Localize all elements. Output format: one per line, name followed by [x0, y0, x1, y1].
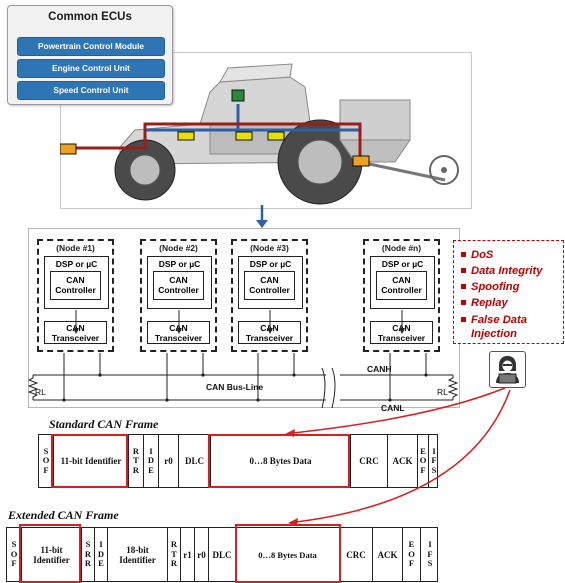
field-ack: ACK [373, 528, 403, 581]
field-crc: CRC [340, 528, 373, 581]
attack-item-spoofing: Spoofing [461, 281, 519, 293]
attack-item-data-integrity: Data Integrity [461, 265, 543, 277]
field-18bit-identifier: 18-bit Identifier [108, 528, 168, 581]
field-11bit-identifier: 11-bit Identifier [54, 435, 129, 487]
field-data: 0…8 Bytes Data [236, 528, 340, 581]
field-r0: r0 [195, 528, 209, 581]
attack-arrowhead-extended [288, 518, 298, 526]
ecu-item-powertrain[interactable]: Powertrain Control Module [17, 37, 165, 56]
attack-list: DoS Data Integrity Spoofing Replay False… [453, 240, 564, 344]
attack-item-dos: DoS [461, 249, 493, 261]
field-ack: ACK [388, 435, 418, 487]
field-r0: r0 [159, 435, 179, 487]
field-data: 0…8 Bytes Data [211, 435, 351, 487]
attack-item-replay: Replay [461, 297, 508, 309]
extended-frame-title: Extended CAN Frame [8, 508, 119, 523]
field-crc: CRC [351, 435, 388, 487]
field-11bit-identifier: 11-bit Identifier [22, 528, 82, 581]
can-bus-wiring [28, 228, 458, 418]
down-arrow-head [256, 220, 268, 228]
attack-item-false-data-injection: False Data Injection [461, 313, 565, 341]
field-r1: r1 [181, 528, 195, 581]
hacker-icon [489, 351, 526, 388]
ecu-panel-title: Common ECUs [8, 11, 172, 23]
field-dlc: DLC [179, 435, 211, 487]
ecu-item-speed[interactable]: Speed Control Unit [17, 81, 165, 100]
standard-frame-title: Standard CAN Frame [49, 417, 158, 432]
common-ecus-panel: Common ECUs Powertrain Control Module En… [7, 5, 173, 105]
field-dlc: DLC [209, 528, 236, 581]
ecu-item-engine[interactable]: Engine Control Unit [17, 59, 165, 78]
